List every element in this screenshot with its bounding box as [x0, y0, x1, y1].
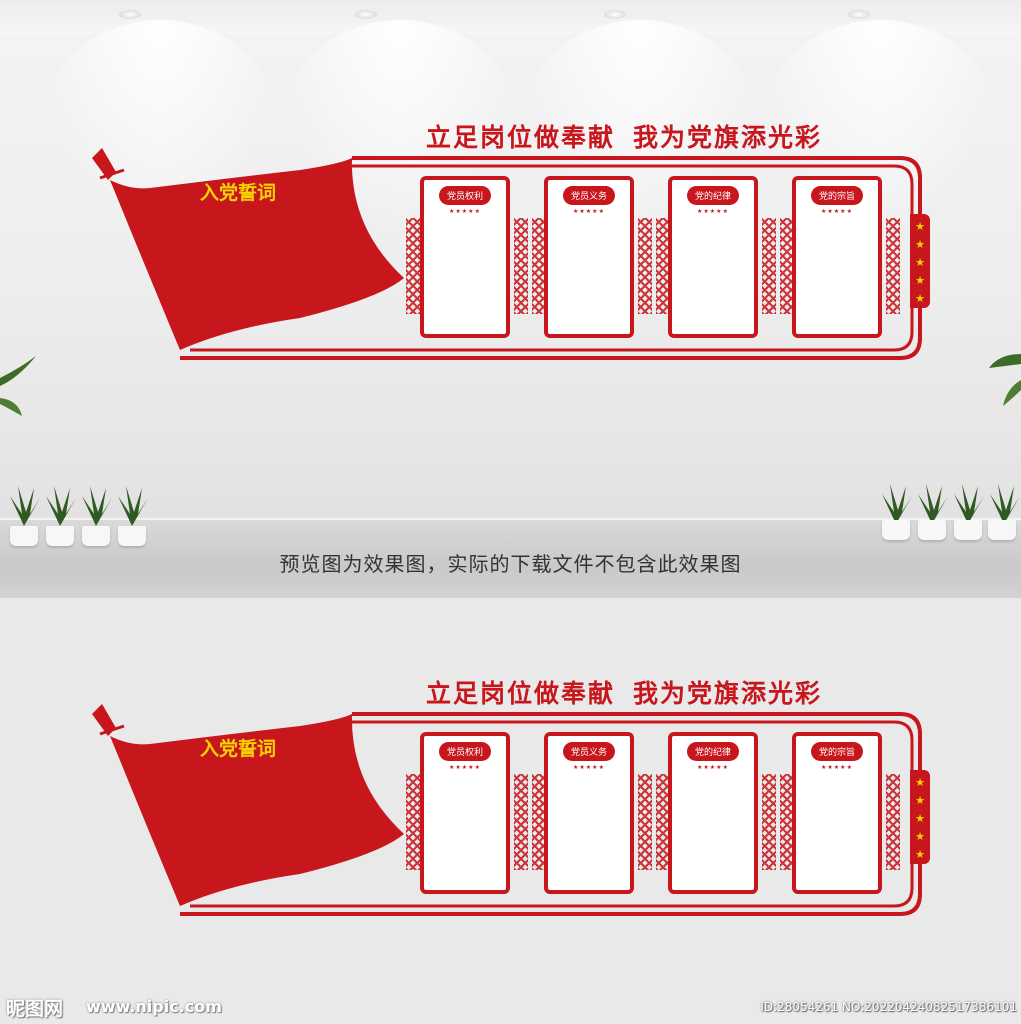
pot	[954, 520, 982, 540]
site-logo: 昵图网	[6, 998, 64, 1020]
footer-watermark: 昵图网 www.nipic.com ID:28054261 NO:2022042…	[0, 988, 1021, 1024]
board-title: 党的宗旨	[810, 186, 864, 205]
culture-wall-display: 立足岗位做奉献我为党旗添光彩 入党誓词 党员权利 ★★★★★ 党员义务 ★★★★…	[0, 118, 1021, 388]
lattice-decoration	[638, 218, 652, 314]
potted-plant-icon	[954, 484, 984, 524]
ceiling-lamp-icon	[119, 10, 141, 19]
pot	[918, 520, 946, 540]
site-url: www.nipic.com	[86, 997, 222, 1016]
stars-icon: ★★★★★	[697, 764, 729, 771]
flag-icon	[110, 714, 404, 906]
lattice-decoration	[514, 218, 528, 314]
flag-icon	[110, 158, 404, 350]
lattice-decoration	[656, 774, 670, 870]
lattice-decoration	[656, 218, 670, 314]
flag-pole-tip-icon	[92, 704, 116, 736]
board-title: 党员权利	[438, 186, 492, 205]
pot	[118, 526, 146, 546]
board-member-rights: 党员权利 ★★★★★	[420, 732, 510, 894]
stars-icon: ★★★★★	[573, 764, 605, 771]
board-member-rights: 党员权利 ★★★★★	[420, 176, 510, 338]
lattice-decoration	[406, 218, 420, 314]
stars-icon: ★★★★★	[573, 208, 605, 215]
stars-icon: ★★★★★	[821, 764, 853, 771]
potted-plant-icon	[82, 486, 112, 526]
floor	[0, 520, 1021, 598]
board-title: 党的宗旨	[810, 742, 864, 761]
side-stars-icon: ★★★★★	[910, 770, 930, 864]
preview-notice: 预览图为效果图，实际的下载文件不包含此效果图	[279, 552, 742, 576]
potted-plant-icon	[118, 486, 148, 526]
pot	[46, 526, 74, 546]
stars-icon: ★★★★★	[821, 208, 853, 215]
potted-plant-icon	[990, 484, 1020, 524]
lattice-decoration	[532, 218, 546, 314]
ceiling-lamp-icon	[848, 10, 870, 19]
lattice-decoration	[762, 774, 776, 870]
board-party-purpose: 党的宗旨 ★★★★★	[792, 176, 882, 338]
potted-plant-icon	[10, 486, 40, 526]
pot	[988, 520, 1016, 540]
board-title: 党员义务	[562, 186, 616, 205]
lattice-decoration	[886, 218, 900, 314]
culture-wall-display-flat: 立足岗位做奉献我为党旗添光彩 入党誓词 党员权利 ★★★★★ 党员义务 ★★★★…	[0, 674, 1021, 944]
headline: 立足岗位做奉献我为党旗添光彩	[426, 679, 823, 708]
lattice-decoration	[514, 774, 528, 870]
pot	[82, 526, 110, 546]
pot	[10, 526, 38, 546]
board-party-purpose: 党的宗旨 ★★★★★	[792, 732, 882, 894]
plant-icon	[989, 354, 1021, 406]
side-stars-icon: ★★★★★	[910, 214, 930, 308]
pot	[882, 520, 910, 540]
board-title: 党员权利	[438, 742, 492, 761]
lattice-decoration	[638, 774, 652, 870]
board-member-duties: 党员义务 ★★★★★	[544, 176, 634, 338]
board-party-discipline: 党的纪律 ★★★★★	[668, 732, 758, 894]
lattice-decoration	[762, 218, 776, 314]
headline: 立足岗位做奉献我为党旗添光彩	[426, 123, 823, 152]
ceiling-lamp-icon	[355, 10, 377, 19]
lattice-decoration	[780, 774, 794, 870]
room-mockup: 预览图为效果图，实际的下载文件不包含此效果图	[0, 0, 1021, 598]
stars-icon: ★★★★★	[697, 208, 729, 215]
board-title: 党员义务	[562, 742, 616, 761]
board-party-discipline: 党的纪律 ★★★★★	[668, 176, 758, 338]
board-member-duties: 党员义务 ★★★★★	[544, 732, 634, 894]
image-id: ID:28054261 NO:20220424082517386101	[760, 1000, 1017, 1014]
ceiling-lamp-icon	[604, 10, 626, 19]
flag-label: 入党誓词	[200, 182, 277, 204]
lattice-decoration	[406, 774, 420, 870]
potted-plant-icon	[882, 484, 912, 524]
potted-plant-icon	[918, 484, 948, 524]
lattice-decoration	[886, 774, 900, 870]
lattice-decoration	[532, 774, 546, 870]
plant-icon	[0, 356, 36, 416]
lattice-decoration	[780, 218, 794, 314]
floor-edge	[0, 518, 1021, 521]
stars-icon: ★★★★★	[449, 208, 481, 215]
potted-plant-icon	[46, 486, 76, 526]
flag-label: 入党誓词	[200, 738, 277, 760]
flag-pole-tip-icon	[92, 148, 116, 180]
stars-icon: ★★★★★	[449, 764, 481, 771]
board-title: 党的纪律	[686, 186, 740, 205]
board-title: 党的纪律	[686, 742, 740, 761]
